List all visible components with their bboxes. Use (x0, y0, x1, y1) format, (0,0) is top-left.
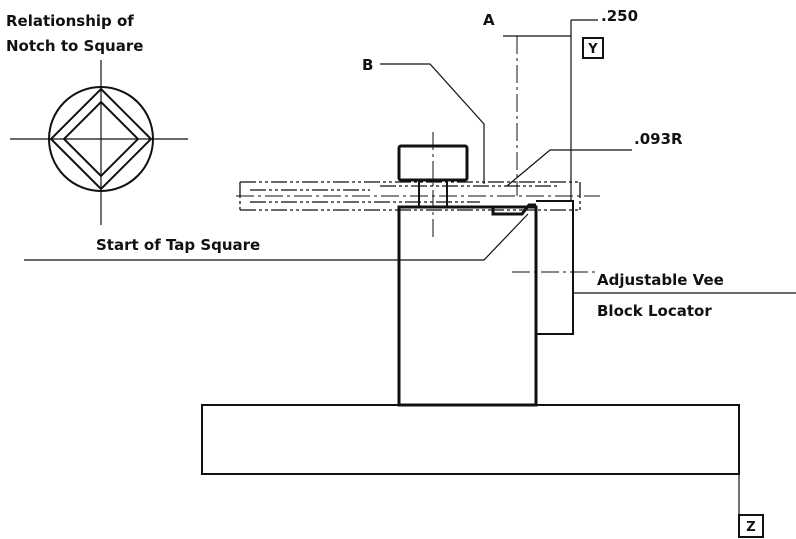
adjustable-vee-label: Adjustable Vee (597, 271, 724, 289)
start-tap-square-label: Start of Tap Square (96, 236, 260, 254)
start-tap-square-leader (24, 213, 529, 261)
tap-circle (48, 86, 154, 192)
dim-093r-leader (506, 149, 632, 187)
notch-outline (62, 100, 140, 178)
block-locator-label: Block Locator (597, 302, 712, 320)
callout-b-leader (380, 63, 485, 184)
base-plate (201, 404, 740, 475)
callout-a-label: A (483, 11, 495, 29)
relationship-label-line2: Notch to Square (6, 37, 143, 55)
tap-phantom-outline (236, 181, 600, 211)
relationship-label-line1: Relationship of (6, 12, 134, 30)
datum-y-box: Y (582, 37, 604, 59)
callout-lines (24, 19, 796, 294)
dim-250-label: .250 (601, 7, 638, 25)
main-column (397, 205, 538, 407)
datum-z-box: Z (738, 514, 764, 538)
column-top-notch (399, 203, 536, 216)
datum-z-label: Z (746, 520, 755, 535)
datum-y-label: Y (587, 42, 598, 57)
callout-b-label: B (362, 56, 373, 74)
square-outline (49, 87, 153, 191)
dim-093r-label: .093R (634, 130, 683, 148)
vee-block-locator (536, 200, 574, 335)
notch-square-detail (10, 60, 188, 225)
